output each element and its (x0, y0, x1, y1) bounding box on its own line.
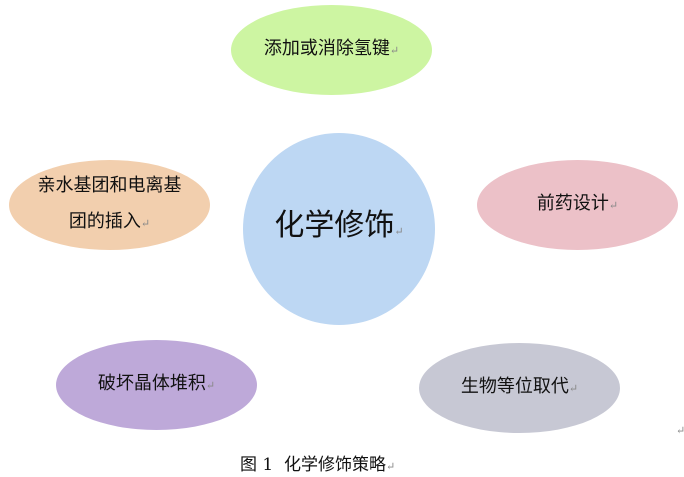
node-prodrug-design: 前药设计↵ (477, 160, 678, 250)
paragraph-mark: ↵ (205, 379, 216, 392)
node-label: 添加或消除氢键 (263, 38, 390, 59)
paragraph-mark: ↵ (389, 44, 400, 57)
center-label: 化学修饰 (274, 208, 395, 243)
paragraph-mark: ↵ (394, 225, 404, 238)
center-node-chemical-modification: 化学修饰↵ (243, 133, 435, 325)
node-label-line1: 亲水基团和电离基 (37, 175, 182, 196)
figure-caption: 图 1 化学修饰策略↵ (240, 450, 395, 475)
paragraph-mark: ↵ (386, 460, 396, 473)
node-hydrogen-bond: 添加或消除氢键↵ (231, 5, 432, 95)
paragraph-mark: ↵ (676, 424, 684, 437)
node-hydrophilic-groups: 亲水基团和电离基 团的插入↵ (9, 160, 210, 250)
paragraph-mark: ↵ (568, 382, 579, 395)
paragraph-mark: ↵ (608, 199, 619, 212)
node-label: 生物等位取代 (460, 376, 569, 397)
node-disrupt-crystal-packing: 破坏晶体堆积↵ (56, 340, 257, 430)
caption-text: 图 1 化学修饰策略 (240, 455, 387, 475)
paragraph-mark: ↵ (140, 217, 151, 230)
node-label: 前药设计 (536, 193, 609, 214)
node-label-line2: 团的插入 (68, 211, 141, 232)
node-label: 破坏晶体堆积 (97, 373, 206, 394)
node-bioisostere: 生物等位取代↵ (419, 343, 620, 433)
